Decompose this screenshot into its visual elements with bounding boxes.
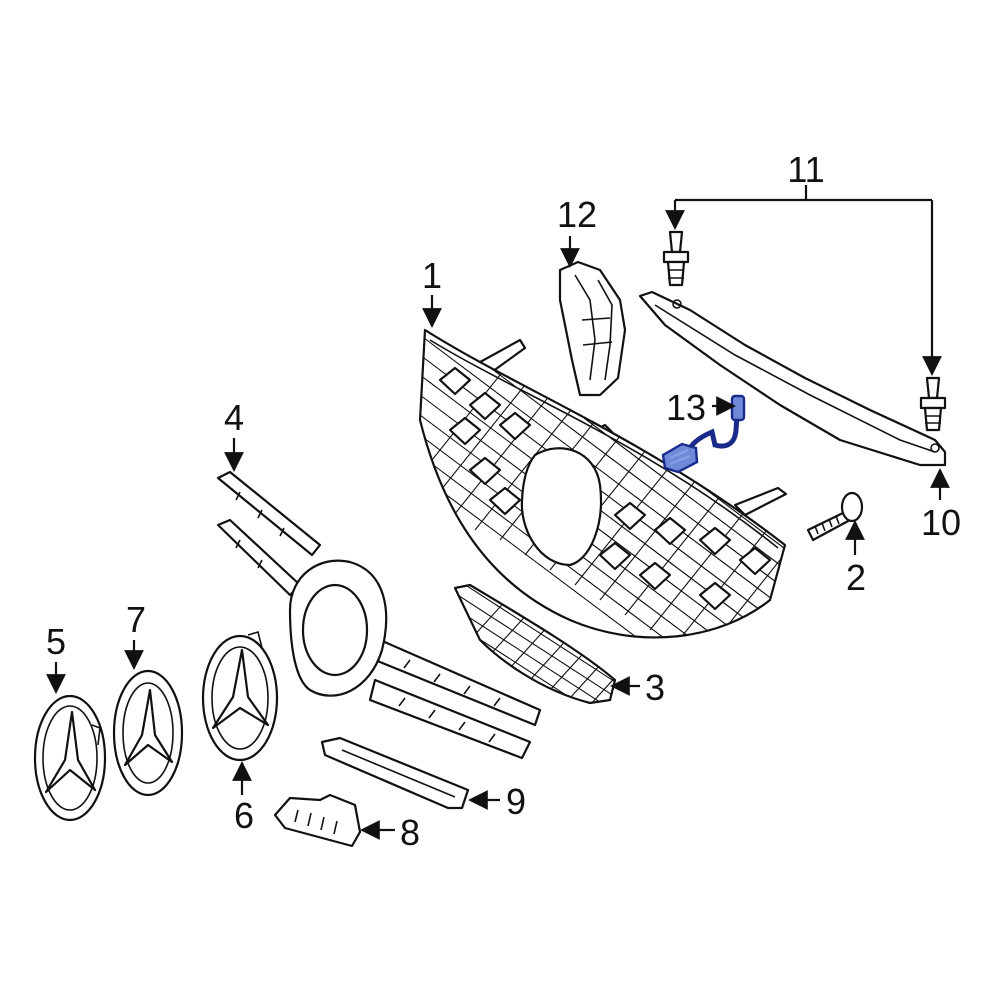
main-grille-part — [418, 328, 788, 639]
emblem-5-part — [33, 694, 107, 822]
callout-6: 6 — [234, 795, 254, 836]
callout-labels: 1 2 3 4 5 6 7 8 9 10 11 12 13 — [46, 149, 961, 853]
grille-trim-part — [216, 470, 542, 760]
callout-8: 8 — [400, 812, 420, 853]
callout-7: 7 — [126, 599, 146, 640]
push-clip-upper-part — [662, 230, 690, 287]
sensor-harness-part — [661, 394, 746, 474]
grille-bracket-part — [558, 260, 627, 397]
callout-12: 12 — [557, 194, 597, 235]
small-bracket-part — [273, 793, 362, 848]
callout-13: 13 — [666, 387, 706, 428]
callout-10: 10 — [921, 502, 961, 543]
emblem-7-part — [112, 669, 184, 797]
grille-diamond-inserts — [438, 366, 772, 611]
trim-strip-part — [320, 736, 470, 810]
callout-1: 1 — [422, 255, 442, 296]
callout-5: 5 — [46, 621, 66, 662]
emblem-6-part — [201, 630, 279, 762]
leader-lines — [46, 185, 950, 840]
push-clip-lower-part — [919, 376, 947, 432]
callout-4: 4 — [224, 397, 244, 438]
callout-2: 2 — [846, 557, 866, 598]
upper-support-bar-part — [638, 290, 947, 467]
callout-11: 11 — [787, 149, 824, 190]
callout-3: 3 — [645, 667, 665, 708]
callout-9: 9 — [506, 781, 526, 822]
